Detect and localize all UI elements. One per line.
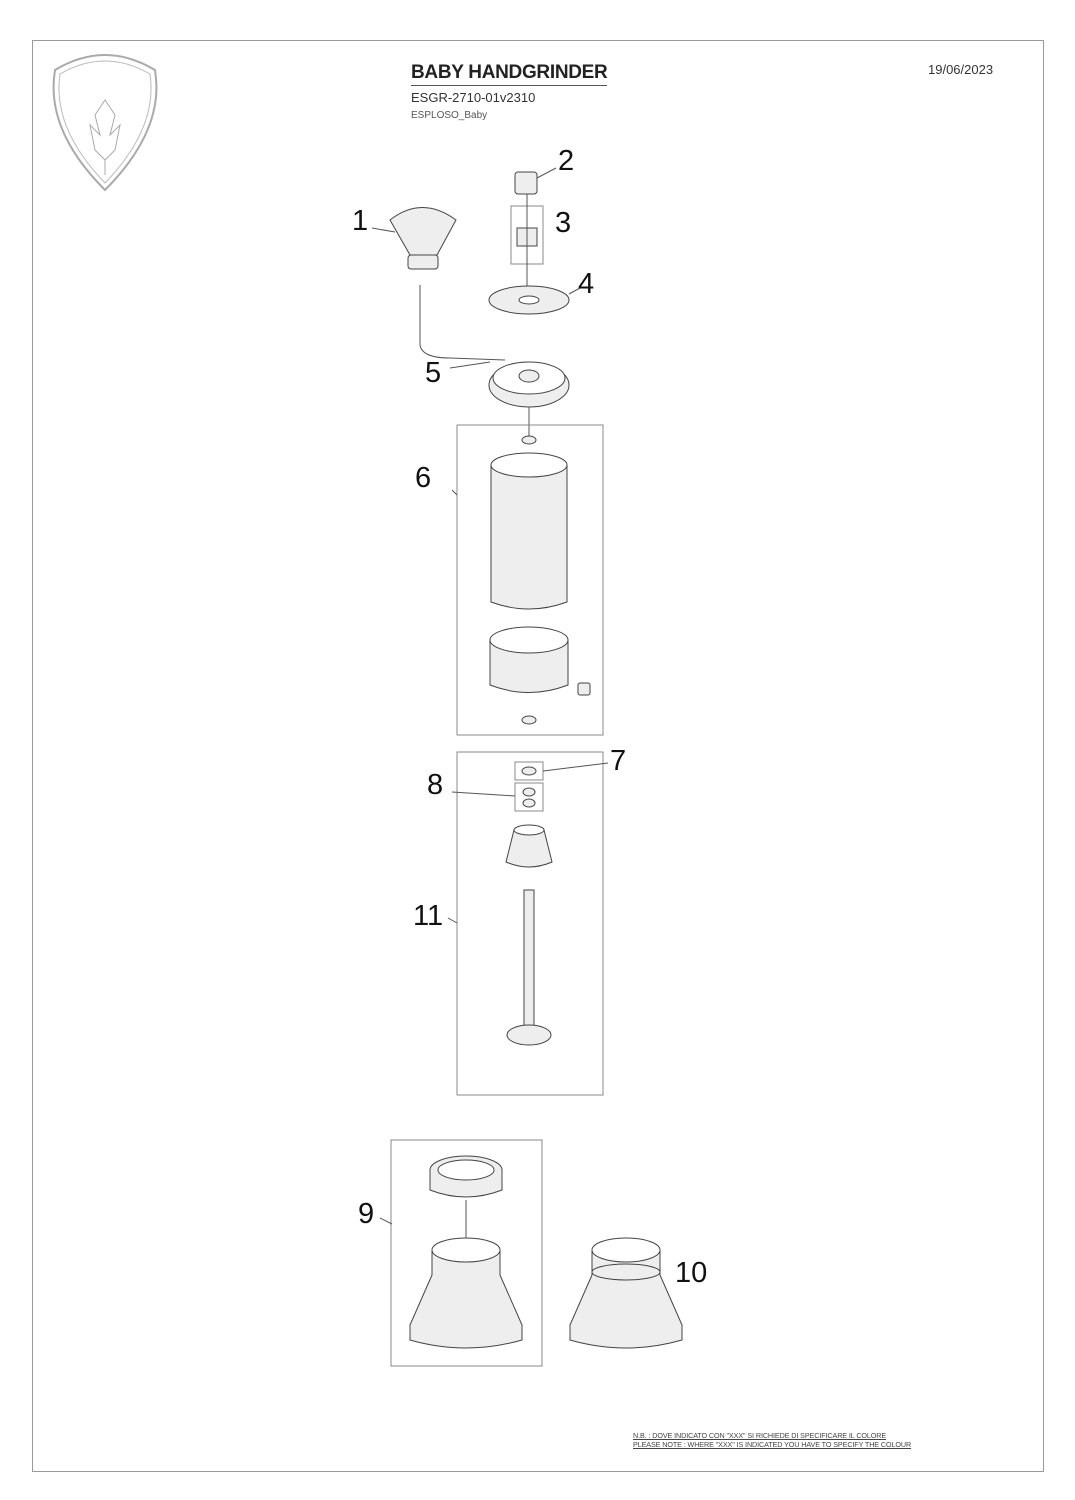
part-label-9: 9 <box>358 1198 374 1230</box>
note-italian: N.B. : DOVE INDICATO CON "XXX" SI RICHIE… <box>633 1431 887 1440</box>
cone-burr <box>505 829 553 868</box>
drawing-code: ESGR-2710-01v2310 <box>411 90 536 105</box>
part-label-3: 3 <box>555 207 571 239</box>
colour-note: N.B. : DOVE INDICATO CON "XXX" SI RICHIE… <box>633 1431 911 1449</box>
part-10-gasket <box>591 1263 661 1281</box>
part-label-2: 2 <box>558 145 574 177</box>
note-english: PLEASE NOTE : WHERE "XXX" IS INDICATED Y… <box>633 1440 912 1449</box>
part-label-6: 6 <box>415 462 431 494</box>
drawing-title: BABY HANDGRINDER <box>411 62 608 86</box>
part-11-box <box>456 751 604 1096</box>
part-11-shaft <box>523 889 535 1031</box>
part-label-11: 11 <box>413 900 443 932</box>
drawing-date: 19/06/2023 <box>928 62 994 77</box>
part-label-10: 10 <box>675 1257 707 1289</box>
part-8-box <box>514 782 544 812</box>
part-9-box <box>390 1139 543 1367</box>
part-6-box <box>456 424 604 736</box>
part-label-7: 7 <box>610 745 626 777</box>
part-1-knob <box>389 207 457 256</box>
part-label-8: 8 <box>427 769 443 801</box>
drawing-frame <box>32 40 1044 1472</box>
part-2-cap <box>514 171 538 195</box>
part-label-5: 5 <box>425 357 441 389</box>
part-9-base <box>409 1249 523 1349</box>
part-label-1: 1 <box>352 205 368 237</box>
drawing-subtitle: ESPLOSO_Baby <box>411 110 488 121</box>
part-6-body <box>490 464 568 610</box>
part-label-4: 4 <box>578 268 594 300</box>
eureka-logo <box>52 54 158 192</box>
